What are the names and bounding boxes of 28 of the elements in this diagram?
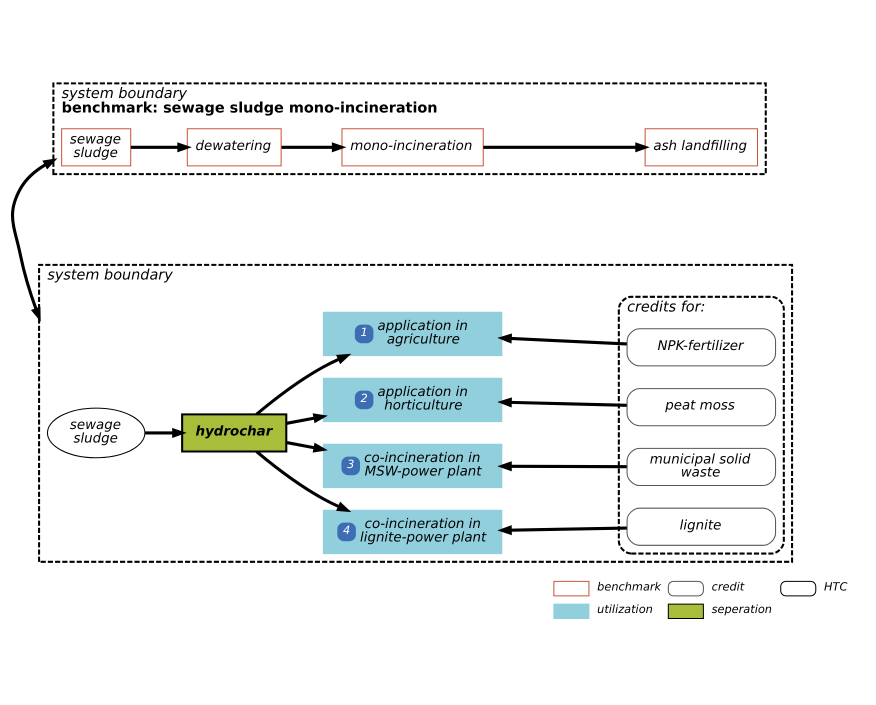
arrow: [282, 142, 346, 152]
legend-label: utilization: [597, 602, 653, 616]
legend-label: seperation: [712, 602, 772, 616]
node-box: lignite: [626, 508, 776, 546]
node-box: hydrochar: [181, 413, 288, 453]
node-box: sewage sludge: [61, 128, 132, 166]
arrow: [256, 354, 352, 416]
arrow: [145, 428, 187, 438]
node-box: peat moss: [626, 388, 776, 426]
arrow: [497, 461, 627, 472]
node-box: NPK-fertilizer: [626, 328, 776, 366]
arrow: [130, 142, 192, 152]
node-ellipse: sewage sludge: [46, 408, 146, 458]
arrow: [497, 333, 627, 346]
arrow: [483, 142, 650, 152]
legend-label: credit: [712, 579, 744, 594]
node-box: dewatering: [186, 128, 282, 166]
arrow: [497, 525, 627, 536]
node-box: ash landfilling: [644, 128, 758, 166]
arrow: [256, 450, 352, 512]
legend-label: HTC: [824, 579, 848, 594]
legend-label: benchmark: [597, 579, 662, 594]
node-box: municipal solid waste: [626, 448, 776, 486]
arrow: [10, 158, 58, 322]
node-box: mono-incineration: [341, 128, 484, 166]
arrow: [286, 413, 328, 425]
arrow: [286, 441, 328, 453]
arrow: [497, 397, 627, 408]
